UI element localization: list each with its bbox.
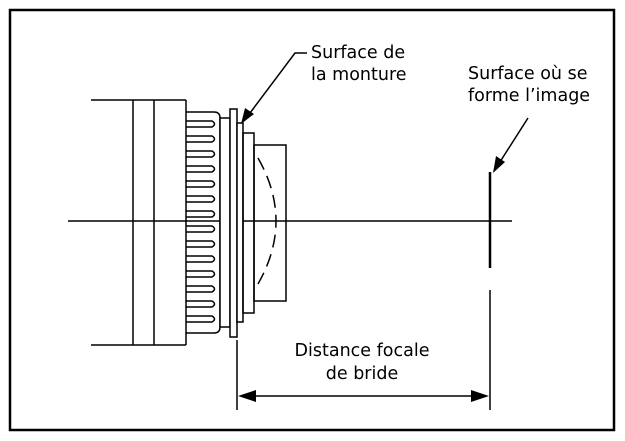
- leader-arrowhead: [493, 156, 505, 173]
- knurl-ridge: [186, 285, 216, 293]
- knurl-ridge: [186, 195, 216, 203]
- knurl-ridge: [186, 135, 216, 143]
- diagram-frame: [8, 8, 616, 432]
- label-image-surface-line1: Surface où se: [468, 64, 587, 84]
- label-mount-surface-line2: la monture: [311, 65, 407, 85]
- rear-lens-element: [242, 132, 287, 314]
- knurl-ridge: [186, 120, 216, 128]
- knurl-ridge: [186, 300, 216, 308]
- label-image-surface: Surface où se forme l’image: [468, 64, 590, 106]
- arrowhead-right: [471, 390, 489, 402]
- knurled-ring: [186, 111, 221, 334]
- knurl-ridge: [186, 150, 216, 158]
- label-mount-surface: Surface de la monture: [311, 43, 407, 85]
- label-flange-distance-line2: de bride: [326, 364, 398, 384]
- knurl-ridge: [186, 165, 216, 173]
- label-flange-distance-line1: Distance focale: [295, 341, 430, 361]
- arrowhead-left: [238, 390, 256, 402]
- leader-arrowhead: [241, 108, 254, 124]
- knurl-ridge: [186, 255, 216, 263]
- knurl-ridge: [186, 225, 216, 233]
- knurl-ridge: [186, 240, 216, 248]
- leader-mount-surface: [241, 52, 307, 124]
- label-mount-surface-line1: Surface de: [311, 43, 405, 63]
- knurl-ridge: [186, 315, 216, 323]
- knurl-ridges: [186, 120, 216, 323]
- knurl-ridge: [186, 270, 216, 278]
- lens-barrel: [91, 99, 187, 346]
- knurl-ridge: [186, 210, 216, 218]
- knurl-ridge: [186, 180, 216, 188]
- flange-distance-dimension: [238, 390, 489, 402]
- label-image-surface-line2: forme l’image: [468, 86, 590, 106]
- leader-image-surface: [493, 117, 529, 173]
- mount-flange: [219, 108, 244, 338]
- label-flange-distance: Distance focale de bride: [295, 341, 430, 384]
